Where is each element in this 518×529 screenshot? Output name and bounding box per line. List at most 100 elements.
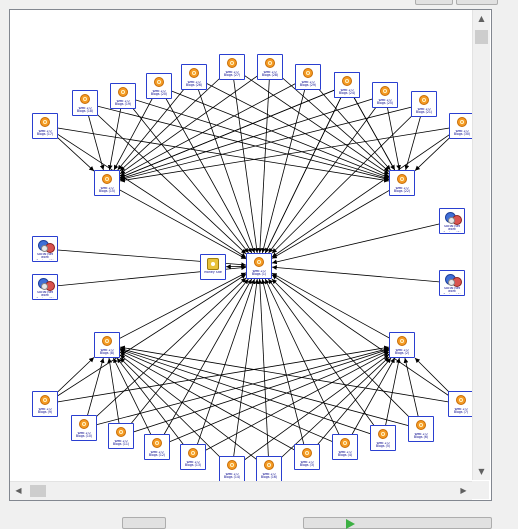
edge-to-hub <box>231 66 390 175</box>
edge-to-hub <box>113 357 158 448</box>
node-label: Web 2.0 Blogs (12) <box>148 451 166 458</box>
blog-node[interactable]: Web 2.0 Blogs (4) <box>332 434 358 460</box>
coin-icon <box>340 438 350 448</box>
edge-to-hub <box>119 348 384 439</box>
coin-icon <box>419 95 429 105</box>
play-icon <box>346 519 355 529</box>
coin-icon <box>303 68 313 78</box>
right-arrow-icon[interactable]: ▶ <box>460 486 467 495</box>
blog-node[interactable]: Web 2.0 Blogs (19) <box>110 83 136 109</box>
edge-to-hub <box>119 66 233 172</box>
node-label: Social Net work System (2) <box>36 291 54 298</box>
edge-to-center <box>257 66 271 254</box>
edge-to-hub <box>346 84 396 171</box>
edge-to-hub <box>116 357 194 458</box>
blog-node[interactable]: Web 2.0 Blogs (27) <box>219 54 245 80</box>
edge-to-center <box>271 103 425 254</box>
left-arrow-icon[interactable]: ◀ <box>15 486 22 495</box>
edge-to-center <box>257 278 270 470</box>
edge-to-hub <box>119 76 309 177</box>
horizontal-scrollbar[interactable]: ◀ ▶ <box>10 481 472 500</box>
blog-node[interactable]: Web 2.0 Blogs (22) <box>389 170 415 196</box>
social-network-node[interactable]: Social Net work System (3) <box>439 208 465 234</box>
edge-to-hub <box>344 357 396 448</box>
edge-to-center <box>271 182 403 259</box>
blog-node[interactable]: Web 2.0 Blogs (25) <box>372 82 398 108</box>
blog-node[interactable]: Web 2.0 Blogs (13) <box>180 444 206 470</box>
edge-to-center <box>264 84 348 254</box>
coin-icon <box>378 429 388 439</box>
top-button-right[interactable] <box>456 0 498 5</box>
top-button-left[interactable] <box>415 0 453 5</box>
node-label: Web 2.0 Blogs (20) <box>150 90 168 97</box>
edge-to-center <box>106 182 247 260</box>
blog-node[interactable]: Web 2.0 Blogs (17) <box>32 113 58 139</box>
blog-node[interactable]: Web 2.0 Blogs (3) <box>294 444 320 470</box>
edge-to-hub <box>119 345 462 405</box>
vertical-scroll-thumb[interactable] <box>475 30 488 44</box>
blog-node[interactable]: Web 2.0 Blogs (12) <box>144 434 170 460</box>
coin-icon <box>189 68 199 78</box>
coin-icon <box>227 460 237 470</box>
bottom-button-right[interactable] <box>303 517 492 529</box>
edge-to-hub <box>113 85 160 171</box>
edge-to-hub <box>307 76 391 171</box>
edge-to-hub <box>119 354 270 470</box>
blog-node[interactable]: Web 2.0 Blogs (8) <box>94 332 120 358</box>
blog-node[interactable]: Web 2.0 Blogs (20) <box>146 73 172 99</box>
blog-node[interactable]: Web 2.0 Blogs (11) <box>108 423 134 449</box>
money-site-node[interactable]: Money Site <box>200 254 226 280</box>
blog-node[interactable]: Web 2.0 Blogs (6) <box>408 416 434 442</box>
edge-to-hub <box>119 347 422 430</box>
edge-to-hub <box>119 103 425 181</box>
node-label: Web 2.0 Blogs (11) <box>112 440 130 447</box>
edge-to-center <box>271 274 462 405</box>
vertical-scrollbar[interactable]: ▲ ▼ <box>472 10 490 480</box>
node-label: Web 2.0 Blogs (10) <box>75 432 93 439</box>
blog-node[interactable]: Web 2.0 Blogs (2) <box>389 332 415 358</box>
social-network-node[interactable]: Social Net work System (1) <box>32 236 58 262</box>
coin-icon <box>456 395 466 405</box>
blog-node[interactable]: Web 2.0 Blogs (24) <box>334 72 360 98</box>
node-label: Web 2.0 Blogs (5) <box>375 442 391 449</box>
blog-node[interactable]: Web 2.0 Blogs (1) <box>246 253 272 279</box>
edge-to-hub <box>119 84 348 179</box>
blog-node[interactable]: Web 2.0 Blogs (21) <box>411 91 437 117</box>
social-network-node[interactable]: Social Net work System (2) <box>32 274 58 300</box>
coin-icon <box>457 117 467 127</box>
coin-icon <box>302 448 312 458</box>
edge-to-center <box>268 278 384 439</box>
down-arrow-icon[interactable]: ▼ <box>478 467 485 476</box>
edge-to-hub <box>156 350 390 448</box>
blog-node[interactable]: Web 2.0 Blogs (14) <box>219 456 245 482</box>
blog-node[interactable]: Web 2.0 Blogs (9) <box>32 391 58 417</box>
blog-node[interactable]: Web 2.0 Blogs (28) <box>257 54 283 80</box>
edge-to-center <box>271 125 463 258</box>
coin-icon <box>254 257 264 267</box>
coin-icon <box>380 86 390 96</box>
social-network-node[interactable]: Social Net work System (4) <box>439 270 465 296</box>
bottom-button-left[interactable] <box>122 517 166 529</box>
edge-to-center <box>44 274 247 405</box>
edge-to-hub <box>231 354 390 470</box>
edge-to-center <box>271 272 403 346</box>
blog-node[interactable]: Web 2.0 Blogs (15) <box>94 170 120 196</box>
node-label: Web 2.0 Blogs (7) <box>453 408 469 415</box>
edge-to-center <box>231 278 260 470</box>
horizontal-scroll-thumb[interactable] <box>30 485 46 497</box>
coin-icon <box>397 174 407 184</box>
blog-node[interactable]: Web 2.0 Blogs (5) <box>370 425 396 451</box>
up-arrow-icon[interactable]: ▲ <box>478 14 485 23</box>
blog-node[interactable]: Web 2.0 Blogs (18) <box>72 90 98 116</box>
edge-to-center <box>264 278 346 448</box>
edge-to-hub <box>269 66 390 172</box>
blog-node[interactable]: Web 2.0 Blogs (29) <box>295 64 321 90</box>
edge-to-center <box>122 95 249 254</box>
blog-node[interactable]: Web 2.0 Blogs (26) <box>181 64 207 90</box>
coin-icon <box>342 76 352 86</box>
blog-node[interactable]: Web 2.0 Blogs (7) <box>448 391 474 417</box>
edge-to-center <box>44 125 247 258</box>
blog-node[interactable]: Web 2.0 Blogs (16) <box>256 456 282 482</box>
blog-node[interactable]: Web 2.0 Blogs (10) <box>71 415 97 441</box>
